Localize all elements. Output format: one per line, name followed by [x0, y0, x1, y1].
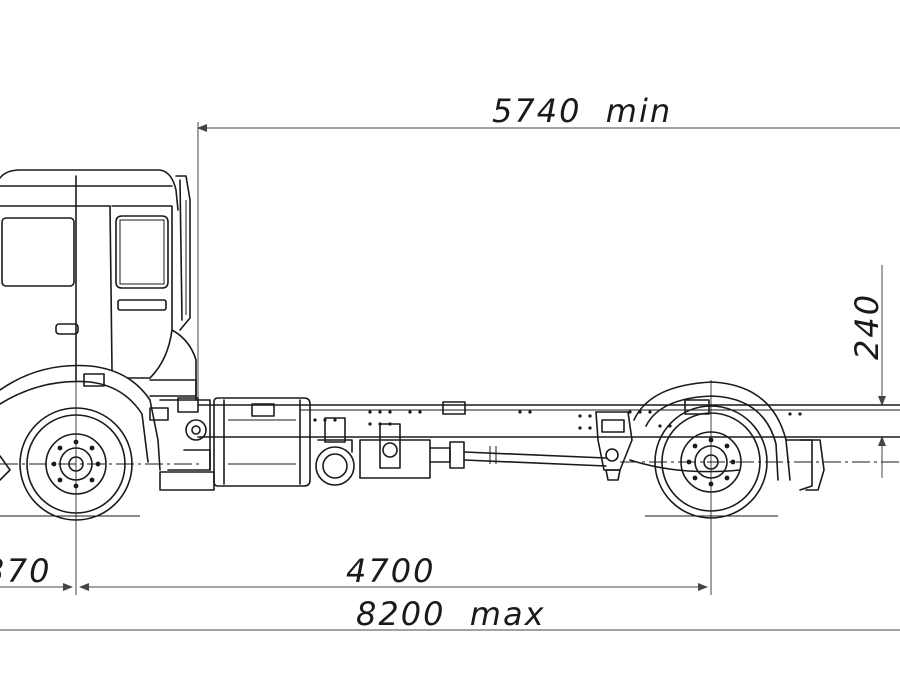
axle-centerlines — [0, 461, 900, 465]
chassis-frame — [197, 399, 900, 438]
dimension-label-front-overhang: 1370 — [0, 552, 51, 590]
rear-spring-hanger — [595, 411, 741, 481]
rear-fender — [633, 381, 825, 491]
dimension-frame-height: 240 — [820, 265, 900, 478]
dimension-wheelbase: 1370 4700 — [0, 380, 712, 595]
dimension-label-body-length: 5740 min — [492, 92, 672, 130]
dimension-overall-length: 8200 max — [0, 595, 900, 633]
propshaft — [359, 423, 607, 479]
engine-area — [149, 397, 211, 471]
fuel-tank — [159, 397, 311, 491]
dimension-label-overall-length: 8200 max — [356, 595, 546, 633]
dimension-label-wheelbase: 4700 — [346, 552, 435, 590]
dimension-body-length: 5740 min — [197, 92, 900, 400]
air-tank — [315, 417, 355, 486]
truck-cab — [0, 169, 197, 481]
dimension-label-frame-height: 240 — [848, 293, 886, 360]
